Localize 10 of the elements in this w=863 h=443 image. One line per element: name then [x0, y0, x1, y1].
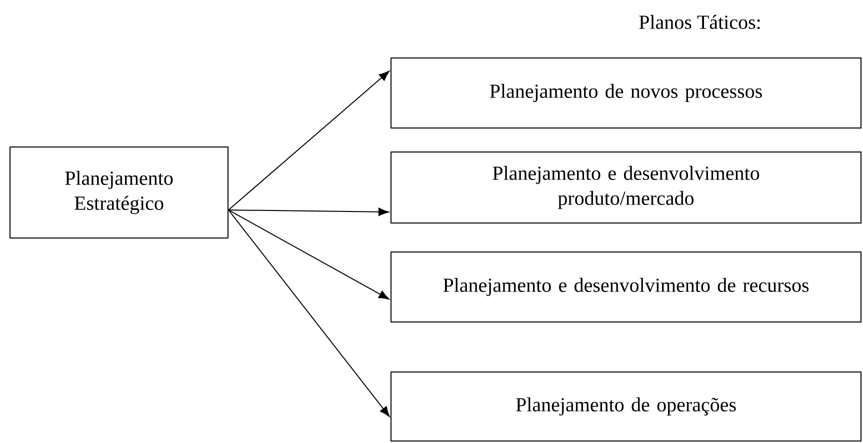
arrow: [228, 70, 390, 210]
arrow: [228, 210, 390, 300]
heading: Planos Táticos:: [639, 14, 760, 30]
process-box: Planejamento de novos processos: [390, 58, 862, 128]
process-box: Planejamento de operações: [390, 372, 862, 442]
process-box: Planejamento e desenvolvimento produto/mercado: [390, 152, 862, 224]
process-box: Planejamento Estratégico: [10, 146, 228, 238]
arrow: [228, 208, 389, 216]
arrow: [228, 210, 390, 417]
process-box: Planejamento e desenvolvimento de recursos: [390, 252, 862, 322]
